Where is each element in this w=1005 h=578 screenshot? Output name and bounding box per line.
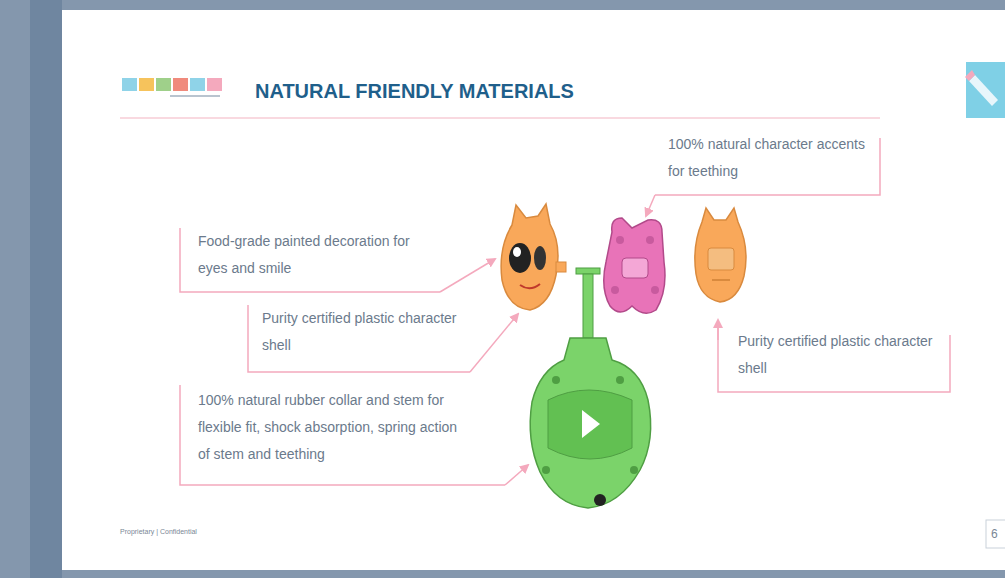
callout-text: Purity certified plastic character shell [262,305,462,359]
frame-bar [30,0,62,578]
header-rule [120,117,880,119]
callout-text: Food-grade painted decoration for eyes a… [198,228,410,282]
page-number-box [986,520,1005,548]
rubber-collar [530,268,650,508]
callout-text: 100% natural rubber collar and stem for … [198,387,460,468]
callout-text: 100% natural character accents for teeth… [668,131,873,185]
bottle-icon [965,62,1005,118]
face-shell [501,204,566,310]
back-shell [695,208,746,302]
page-number: 6 [991,520,1003,548]
logo [122,78,222,97]
character-accent [604,218,665,313]
slide-title: NATURAL FRIENDLY MATERIALS [255,80,574,103]
footer-note: Proprietary | Confidential [120,527,420,537]
leader-lines [180,138,950,485]
callout-text: Purity certified plastic character shell [738,328,938,382]
